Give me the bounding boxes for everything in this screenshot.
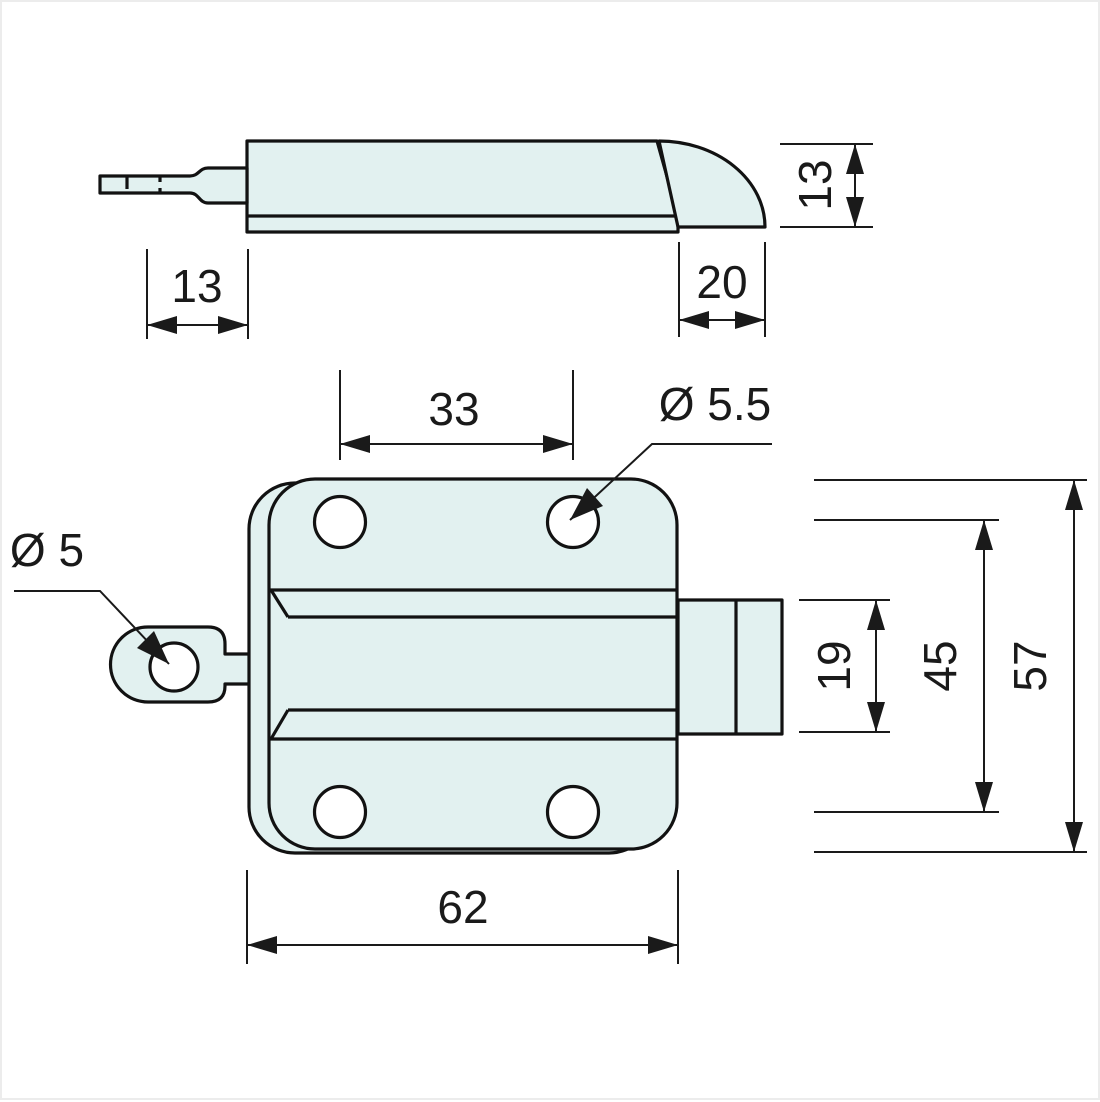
dim-label-plate-width: 62: [437, 881, 488, 933]
dim-hole-spacing: 33: [339, 370, 574, 460]
arrow-right-icon: [218, 316, 248, 334]
dim-pin-offset: 13: [146, 249, 249, 339]
side-view-body: [245, 139, 680, 234]
arrow-down-icon: [975, 782, 993, 812]
arrow-right-icon: [543, 435, 573, 453]
arrow-left-icon: [679, 311, 709, 329]
arrow-left-icon: [247, 936, 277, 954]
arrow-down-icon: [846, 197, 864, 227]
arrow-down-icon: [867, 702, 885, 732]
side-view-nose: [657, 139, 767, 229]
dim-label-hole-vspacing: 45: [914, 640, 966, 691]
side-view: [98, 139, 767, 234]
screw-hole-bottom-right: [545, 784, 601, 840]
dim-label-hole-spacing: 33: [428, 383, 479, 435]
callout-hole-diameter: Ø 5.5: [569, 378, 772, 521]
arrow-left-icon: [340, 435, 370, 453]
screw-hole-bottom-left: [312, 784, 368, 840]
dim-label-nose-depth: 20: [696, 256, 747, 308]
arrow-left-icon: [147, 316, 177, 334]
dim-nose-height: 13: [780, 143, 873, 228]
dim-hole-vspacing: 45: [814, 519, 999, 813]
dim-plate-height: 57: [814, 479, 1087, 853]
arrow-up-icon: [867, 600, 885, 630]
label-eyelet-diameter: Ø 5: [10, 524, 84, 576]
arrow-right-icon: [735, 311, 765, 329]
arrow-down-icon: [1065, 822, 1083, 852]
arrow-up-icon: [975, 520, 993, 550]
dim-label-plate-height: 57: [1004, 640, 1056, 691]
plate-grooves: [269, 588, 678, 741]
arrow-up-icon: [846, 144, 864, 174]
screw-hole-top-left: [312, 494, 368, 550]
label-hole-diameter: Ø 5.5: [659, 378, 772, 430]
leader-arrow-icon: [570, 488, 603, 520]
front-view: [108, 477, 784, 855]
arrow-right-icon: [648, 936, 678, 954]
latch-bolt: [676, 598, 784, 736]
arrow-up-icon: [1065, 480, 1083, 510]
leader-arrow-icon: [137, 631, 169, 664]
side-view-pin: [98, 166, 249, 205]
dim-bolt-height: 19: [799, 599, 890, 733]
dim-label-bolt-height: 19: [808, 640, 860, 691]
dim-nose-depth: 20: [678, 242, 766, 337]
dim-label-nose-height: 13: [789, 159, 841, 210]
dim-label-pin-offset: 13: [171, 260, 222, 312]
dim-plate-width: 62: [246, 870, 679, 964]
callout-eyelet-diameter: Ø 5: [10, 524, 170, 665]
